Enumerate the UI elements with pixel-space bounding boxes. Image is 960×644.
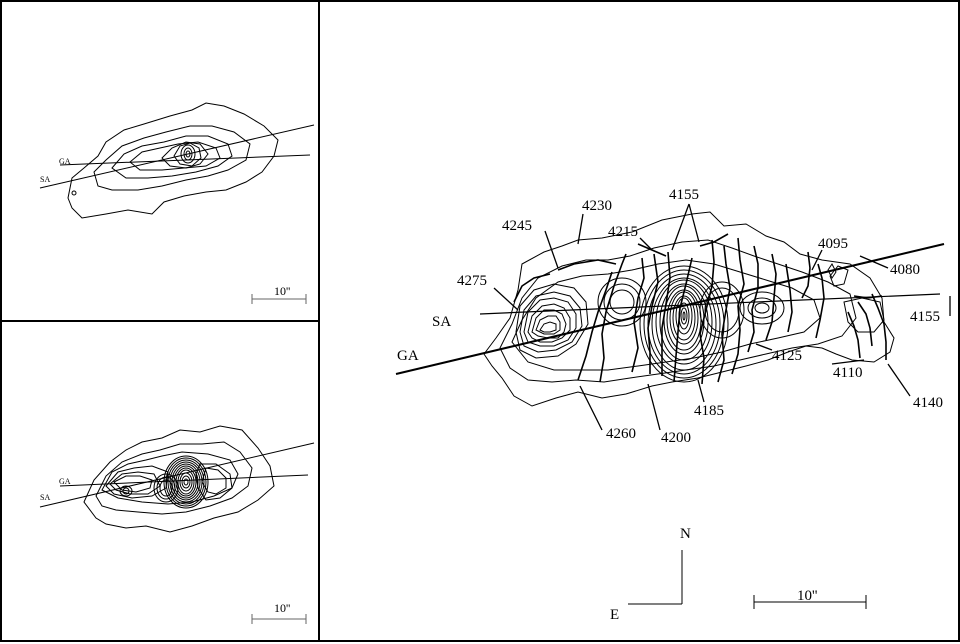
ga-line xyxy=(59,474,309,487)
ga-label: GA xyxy=(397,348,419,364)
top-left-contour-map: GA SA 10'' xyxy=(39,102,315,304)
velocity-label: 4095 xyxy=(818,236,848,252)
top-left-contour-panel: GA SA 10'' xyxy=(0,0,320,322)
scale-bar: 10'' xyxy=(251,601,307,624)
velocity-label: 4185 xyxy=(694,403,724,419)
velocity-label: 4140 xyxy=(913,395,943,411)
velocity-label: 4110 xyxy=(833,365,862,381)
sa-label: SA xyxy=(40,175,50,184)
velocity-contour-map: SA GA 4155 4230 4245 4215 4095 4080 4275… xyxy=(395,187,951,623)
velocity-label: 4125 xyxy=(772,348,802,364)
velocity-label: 4200 xyxy=(661,430,691,446)
velocity-label: 4080 xyxy=(890,262,920,278)
velocity-label: 4245 xyxy=(502,218,532,234)
velocity-label: 4230 xyxy=(582,198,612,214)
scale-label: 10'' xyxy=(797,588,818,604)
sa-label: SA xyxy=(40,493,50,502)
velocity-label: 4155 xyxy=(910,309,940,325)
velocity-contour-panel: SA GA 4155 4230 4245 4215 4095 4080 4275… xyxy=(318,0,960,642)
velocity-label: 4260 xyxy=(606,426,636,442)
velocity-labels: 4155 4230 4245 4215 4095 4080 4275 4155 … xyxy=(457,187,943,446)
scale-bar: 10'' xyxy=(753,588,867,609)
label-leader-lines xyxy=(493,203,951,431)
ga-line xyxy=(395,243,945,375)
bottom-left-contours xyxy=(83,425,275,533)
ga-label: GA xyxy=(59,477,71,486)
central-peak-contours xyxy=(597,265,785,383)
scale-label: 10'' xyxy=(274,284,290,298)
bottom-left-contour-panel: GA SA 10'' xyxy=(0,320,320,642)
compass: N E xyxy=(610,526,691,623)
ga-label: GA xyxy=(59,157,71,166)
compass-north-label: N xyxy=(680,526,691,542)
scale-bar: 10'' xyxy=(251,284,307,304)
ga-line xyxy=(59,154,311,166)
sa-line xyxy=(39,442,315,508)
left-peak-contours xyxy=(515,283,589,359)
sa-line xyxy=(479,293,941,315)
bottom-left-contour-map: GA SA 10'' xyxy=(39,425,315,624)
scale-label: 10'' xyxy=(274,601,290,615)
compass-east-label: E xyxy=(610,607,619,623)
velocity-label: 4155 xyxy=(669,187,699,203)
sa-label: SA xyxy=(432,314,451,330)
velocity-label: 4275 xyxy=(457,273,487,289)
velocity-label: 4215 xyxy=(608,224,638,240)
sa-line xyxy=(39,124,315,189)
